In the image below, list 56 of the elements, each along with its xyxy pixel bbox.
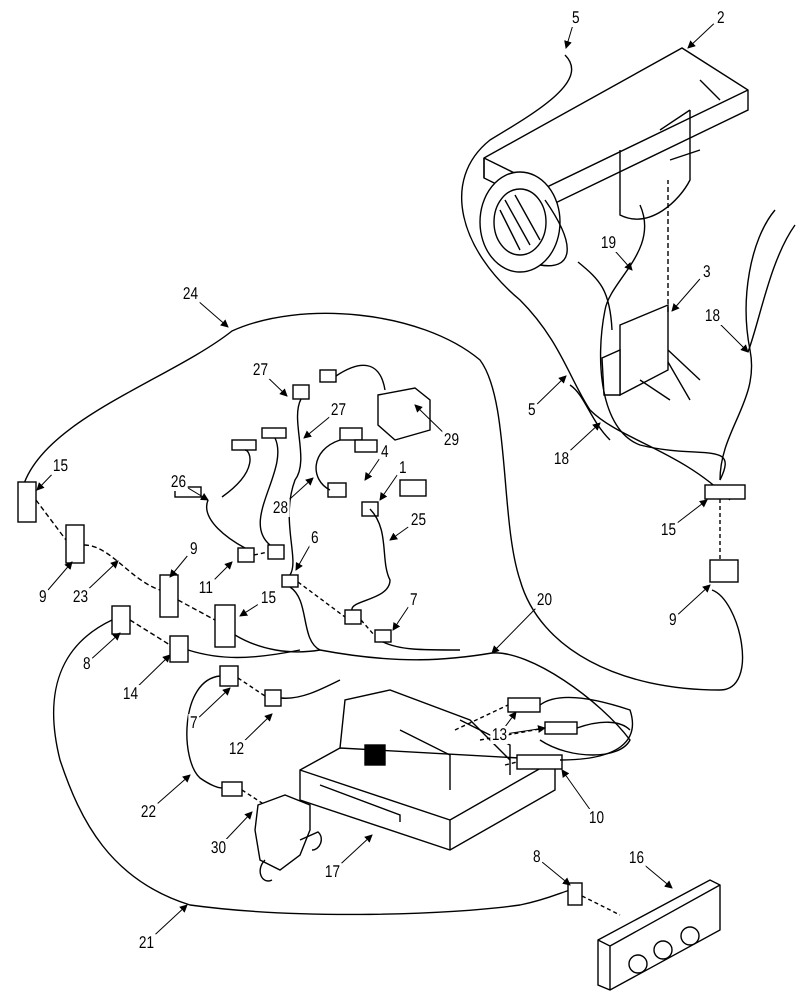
- leader-line: [198, 300, 229, 328]
- leader-line: [287, 477, 314, 502]
- leader-line: [155, 774, 191, 806]
- leader-line: [614, 250, 633, 271]
- leader-line: [504, 711, 517, 728]
- leader-line: [198, 687, 231, 718]
- callout-number: 1: [396, 459, 408, 477]
- leader-line: [136, 654, 171, 688]
- leader-line: [414, 404, 444, 434]
- leader-line: [36, 472, 54, 491]
- callout-number: 27: [250, 361, 270, 379]
- leader-line: [542, 862, 571, 886]
- callout-number: 27: [328, 401, 348, 419]
- leader-line: [296, 544, 311, 571]
- leader-line: [568, 422, 601, 452]
- leader-line: [687, 23, 714, 49]
- leader-line: [212, 561, 233, 582]
- leader-line: [671, 278, 700, 312]
- leader-line: [392, 606, 409, 631]
- leader-line: [364, 458, 380, 481]
- leader-line: [508, 725, 546, 734]
- leader-line: [379, 474, 398, 501]
- leader-line: [188, 488, 209, 501]
- leader-line: [678, 584, 711, 615]
- leader-line: [303, 416, 330, 439]
- leader-line: [153, 904, 188, 936]
- leader-line: [536, 375, 567, 404]
- leader-line: [169, 556, 188, 578]
- leader-line: [86, 560, 119, 590]
- leader-line: [644, 864, 673, 889]
- callout-number: 6: [308, 529, 320, 547]
- leader-line: [339, 834, 373, 866]
- callout-number: 15: [50, 457, 70, 475]
- leader-line: [239, 604, 258, 617]
- callout-number: 24: [180, 285, 200, 303]
- callout-number: 20: [534, 591, 554, 609]
- leader-line: [92, 632, 121, 659]
- leader-line: [718, 322, 749, 353]
- callout-number: 13: [490, 726, 508, 744]
- leader-line: [561, 769, 592, 812]
- callout-number: 28: [270, 499, 290, 517]
- leader-line: [564, 24, 574, 49]
- callout-number: 16: [626, 849, 646, 867]
- callout-number: 19: [598, 234, 618, 252]
- leader-line: [48, 561, 73, 590]
- leader-line: [224, 811, 253, 842]
- leader-line: [266, 376, 288, 397]
- leader-line: [676, 499, 708, 524]
- leader-line: [242, 713, 273, 742]
- callout-number: 26: [168, 473, 188, 491]
- leader-line: [491, 606, 538, 654]
- callout-number: 4: [378, 443, 390, 461]
- callout-number: 7: [408, 591, 419, 609]
- callout-number: 18: [702, 307, 722, 325]
- leader-line: [389, 526, 409, 541]
- callout-number: 5: [570, 9, 581, 27]
